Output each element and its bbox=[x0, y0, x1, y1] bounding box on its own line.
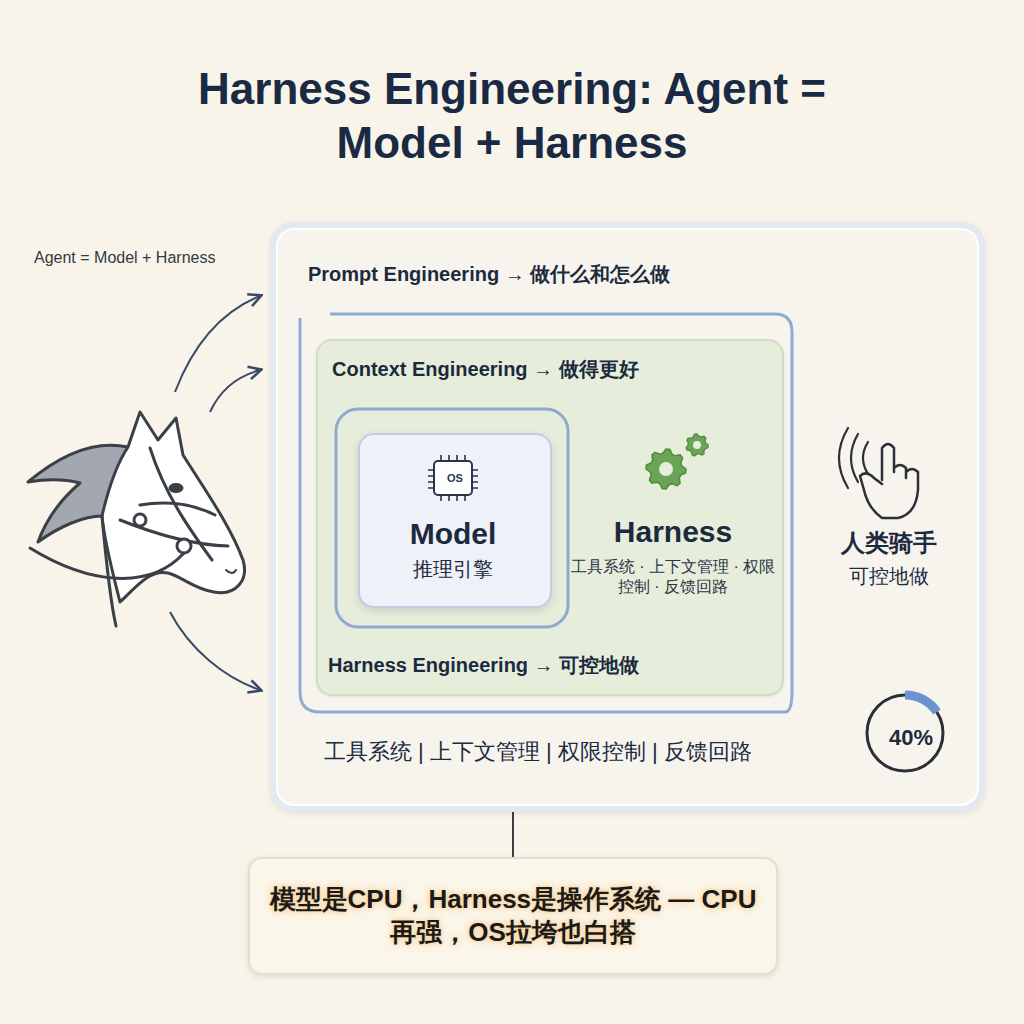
chip-label: OS bbox=[440, 472, 470, 486]
context-engineering-box: Model 推理引擎 OS Context Engineering → 做得更好 Har… bbox=[316, 339, 784, 696]
title: Harness Engineering: Agent = Model + Har… bbox=[192, 62, 832, 169]
horse-head bbox=[28, 412, 244, 626]
harness-title: Harness bbox=[568, 513, 778, 551]
model-title: Model bbox=[360, 515, 546, 553]
context-heading: Context Engineering → 做得更好 bbox=[332, 357, 772, 382]
caption-text: 模型是CPU，Harness是操作系统 — CPU再强，OS拉垮也白搭 bbox=[267, 883, 759, 948]
model-outline bbox=[336, 409, 568, 627]
side-label: Agent = Model + Harness bbox=[34, 248, 274, 268]
rider-sub: 可控地做 bbox=[819, 564, 959, 589]
harness-engineering-line: Harness Engineering → 可控地做 bbox=[328, 653, 768, 678]
model-box: Model 推理引擎 OS bbox=[358, 433, 552, 608]
prompt-heading: Prompt Engineering → 做什么和怎么做 bbox=[308, 262, 828, 287]
context-outline bbox=[300, 314, 792, 712]
percent-value: 40% bbox=[876, 724, 946, 752]
harness-parts-row: 工具系统 | 上下文管理 | 权限控制 | 反馈回路 bbox=[324, 738, 844, 766]
chip-icon bbox=[434, 461, 472, 495]
model-sub: 推理引擎 bbox=[360, 557, 546, 582]
hand-icon bbox=[860, 444, 918, 518]
connector-line bbox=[512, 812, 514, 857]
rider-label: 人类骑手 bbox=[819, 528, 959, 558]
caption-box: 模型是CPU，Harness是操作系统 — CPU再强，OS拉垮也白搭 bbox=[248, 857, 778, 975]
gear-icon bbox=[646, 449, 686, 489]
prompt-engineering-panel: Model 推理引擎 OS Context Engineering → 做得更好 Har… bbox=[270, 222, 985, 812]
harness-parts: 工具系统 · 上下文管理 · 权限控制 · 反馈回路 bbox=[568, 557, 778, 597]
